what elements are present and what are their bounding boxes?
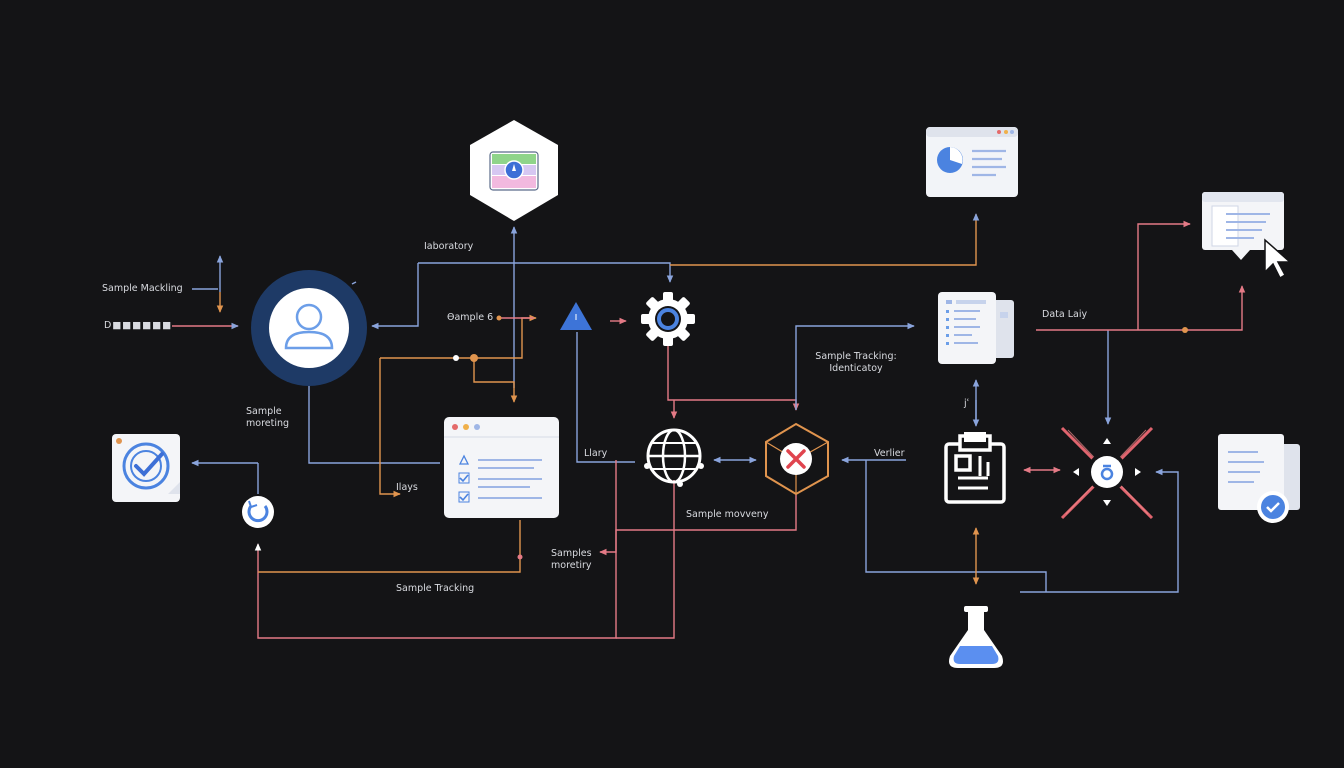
connector [616,480,675,639]
sample-movveny-label: Sample movveny [686,509,769,520]
refresh-icon[interactable] [242,496,274,528]
j-mark-label: jʿ [964,398,970,409]
checklist-window-icon[interactable] [444,417,559,518]
connector [599,494,797,556]
sample-tracking-label: Sample Tracking [396,583,475,594]
connector [418,262,674,283]
target-cross-icon[interactable] [1060,426,1154,520]
error-x-icon[interactable] [765,422,829,496]
connector [473,358,518,403]
connector [379,358,401,498]
connector [1036,285,1246,331]
connectors [172,213,1246,639]
connector [576,332,635,463]
connector [670,213,980,266]
ilays-label: Ilays [396,482,418,493]
connector [308,386,440,464]
samples-moretiry-label: Samples moretiry [551,548,592,571]
connector [865,460,1047,592]
gear-icon[interactable] [641,292,695,346]
data-laiy-label: Data Laiy [1042,309,1088,320]
connector [1137,220,1191,330]
verified-document-icon[interactable] [1218,434,1300,523]
connector [667,346,800,411]
document-stack-icon[interactable] [938,292,1014,364]
verified-checklist-icon[interactable] [112,434,180,502]
hexagon-dashboard-icon[interactable] [470,120,558,221]
check-badge-icon [1257,491,1289,523]
triangle-icon[interactable] [560,302,592,330]
clipboard-icon[interactable] [944,432,1006,504]
connector [795,322,915,410]
connector [371,263,419,330]
sample-moreting-label: Sample moreting [246,406,290,429]
browser-chart-icon[interactable] [926,127,1018,197]
junction-dots [453,315,1188,560]
laboratory-label: Iaboratory [424,241,474,252]
sample-tracking-identicatoy-label: Sample Tracking: Identicatoy [815,351,897,374]
sample-mackling-label: Sample Mackling [102,283,183,294]
globe-icon[interactable] [644,428,704,487]
sample-6-label: Ɵample 6 [447,312,494,323]
cursor-document-icon[interactable] [1202,192,1292,280]
user-profile-icon[interactable] [251,270,367,386]
llary-label: Llary [584,448,608,459]
connector [258,520,521,573]
connector [1020,468,1179,593]
connector [254,460,617,639]
verlier-label: Verlier [874,448,905,459]
dots-label: D■■■■■■ [104,320,173,331]
connector [380,314,537,359]
cursor-arrow-icon [1264,238,1292,280]
flask-icon[interactable] [949,606,1003,668]
